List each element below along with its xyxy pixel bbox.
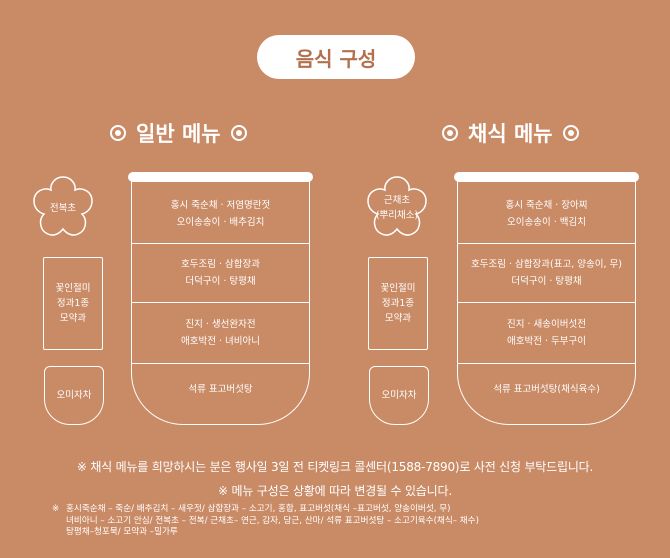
page-title: 음식 구성	[295, 46, 377, 71]
flower-plate-outline	[33, 176, 93, 236]
meal-bowl-general: 홍시 죽순채 · 저염명란젓 오이송송이 · 배추김치 호두조림 · 삼합장과 …	[128, 172, 313, 425]
dessert-line: 정과1종	[381, 298, 415, 309]
dish-line: 홍시 죽순채 · 장아찌	[505, 200, 588, 211]
divider	[458, 243, 635, 244]
tea-cup-label: 오미자차	[56, 390, 92, 401]
flower-plate-outline	[367, 176, 427, 236]
flower-icon	[442, 125, 458, 141]
footnote-line: 녀비아니 – 소고기 안심/ 전복초 – 전복/ 근채초– 연근, 감자, 당근…	[66, 515, 479, 526]
bowl-course: 홍시 죽순채 · 장아찌 오이송송이 · 백김치	[458, 185, 635, 243]
dish-line: 애호박전 · 두부구이	[507, 336, 586, 347]
footnote-line: 탕평채–청포묵/ 모약과 –밀가루	[66, 527, 178, 537]
tea-cup: 오미자차	[369, 366, 429, 425]
dish-line: 더덕구이 · 탕평채	[185, 276, 256, 287]
general-menu-title: 일반 메뉴	[110, 118, 247, 148]
flower-plate: 근채초 (뿌리채소)	[364, 173, 430, 243]
bowl-course: 석류 표고버섯탕(채식육수)	[458, 364, 635, 414]
dessert-line: 모약과	[384, 313, 412, 324]
dessert-line: 모약과	[59, 313, 87, 324]
dish-line: 진지 · 생선완자전	[185, 319, 256, 330]
tea-cup-label: 오미자차	[381, 390, 417, 401]
ingredient-footnote: ※ 홍시죽순채 – 죽순/ 배추김치 – 새우젓/ 삼합장과 – 소고기, 홍합…	[52, 504, 606, 539]
dessert-line: 꽃인절미	[55, 283, 91, 294]
footnote-mark: ※	[52, 504, 60, 514]
dish-line: 진지 · 새송이버섯전	[507, 319, 586, 330]
dessert-box: 꽃인절미 정과1종 모약과	[368, 257, 428, 350]
notice-vegan-reservation: ※ 채식 메뉴를 희망하시는 분은 행사일 3일 전 티켓링크 콜센터(1588…	[76, 460, 594, 474]
flower-plate-label: 근채초	[383, 195, 411, 206]
meal-bowl-vegan: 홍시 죽순채 · 장아찌 오이송송이 · 백김치 호두조림 · 삼합장과(표고,…	[454, 172, 639, 425]
bowl-course: 석류 표고버섯탕	[132, 364, 309, 414]
divider	[458, 302, 635, 303]
notice-menu-change: ※ 메뉴 구성은 상황에 따라 변경될 수 있습니다.	[218, 484, 452, 498]
divider	[132, 243, 309, 244]
dish-line: 오이송송이 · 백김치	[507, 217, 586, 228]
dish-line: 호두조림 · 삼합장과	[181, 259, 260, 270]
dish-line: 석류 표고버섯탕	[188, 383, 253, 395]
dessert-line: 정과1종	[56, 298, 90, 309]
divider	[132, 302, 309, 303]
dish-line: 석류 표고버섯탕(채식육수)	[493, 383, 600, 395]
divider	[132, 363, 309, 364]
dessert-box: 꽃인절미 정과1종 모약과	[43, 257, 103, 350]
flower-plate-label: 전복초	[49, 202, 77, 214]
vegan-menu-title-text: 채식 메뉴	[468, 122, 553, 146]
dish-line: 호두조림 · 삼합장과(표고, 양송이, 무)	[471, 259, 622, 270]
flower-icon	[110, 125, 126, 141]
dessert-line: 꽃인절미	[380, 283, 416, 294]
flower-icon	[562, 125, 579, 141]
flower-icon	[230, 125, 247, 141]
dish-line: 오이송송이 · 배추김치	[176, 217, 265, 228]
general-menu-title-text: 일반 메뉴	[136, 122, 221, 146]
dish-line: 애호박전 · 녀비아니	[181, 336, 260, 347]
footnote-line: 홍시죽순채 – 죽순/ 배추김치 – 새우젓/ 삼합장과 – 소고기, 홍합, …	[66, 504, 451, 514]
bowl-rim	[454, 172, 639, 182]
bowl-course: 진지 · 생선완자전 애호박전 · 녀비아니	[132, 303, 309, 363]
dish-line: 더덕구이 · 탕평채	[511, 276, 582, 287]
flower-plate-label: (뿌리채소)	[375, 210, 419, 221]
section-header-pill: 음식 구성	[257, 35, 415, 79]
bowl-course: 진지 · 새송이버섯전 애호박전 · 두부구이	[458, 303, 635, 363]
flower-plate: 전복초	[30, 173, 96, 243]
divider	[458, 363, 635, 364]
tea-cup: 오미자차	[44, 366, 104, 425]
bowl-course: 홍시 죽순채 · 저염명란젓 오이송송이 · 배추김치	[132, 185, 309, 243]
dish-line: 홍시 죽순채 · 저염명란젓	[170, 200, 271, 211]
vegan-menu-title: 채식 메뉴	[442, 118, 579, 148]
bowl-rim	[128, 172, 313, 182]
bowl-course: 호두조림 · 삼합장과 더덕구이 · 탕평채	[132, 244, 309, 302]
bowl-course: 호두조림 · 삼합장과(표고, 양송이, 무) 더덕구이 · 탕평채	[458, 244, 635, 302]
